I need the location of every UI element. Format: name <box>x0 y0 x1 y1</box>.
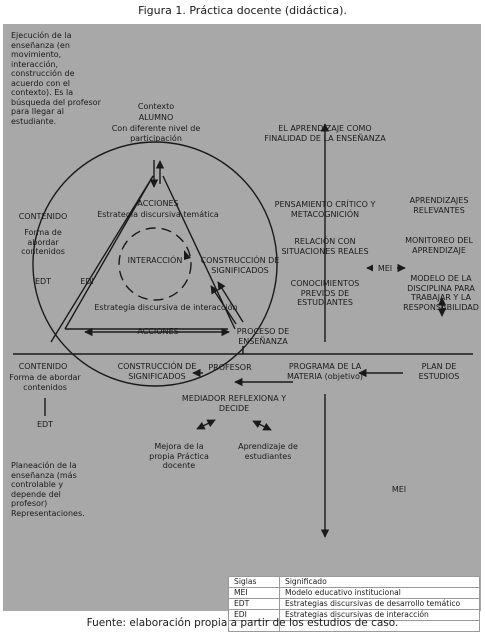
legend-row: EDT Estrategias discursivas de desarroll… <box>228 598 480 610</box>
legend-meaning <box>279 620 480 632</box>
nivel-label: Con diferente nivel de participación <box>111 124 201 143</box>
modelo-label: MODELO DE LA DISCIPLINA PARA TRABAJAR Y … <box>403 274 479 312</box>
contenido-top-label: CONTENIDO <box>18 212 68 221</box>
acciones-top-label: ACCIONES <box>137 199 179 208</box>
construccion-inner-label: CONSTRUCCIÓN DE SIGNIFICADOS <box>200 256 280 275</box>
legend-row: MEI Modelo educativo institucional <box>228 587 480 599</box>
interaccion-label: INTERACCIÓN <box>127 256 183 265</box>
profesor-label: PROFESOR <box>208 363 252 372</box>
edi-label: EDI <box>80 277 94 286</box>
monitoreo-label: MONITOREO DEL APRENDIZAJE <box>405 236 473 255</box>
figure-source: Fuente: elaboración propia a partir de l… <box>86 617 399 629</box>
legend-header-acronym: Siglas <box>228 576 280 588</box>
mediador-label: MEDIADOR REFLEXIONA Y DECIDE <box>181 394 287 413</box>
acciones-mid-label: ACCIONES <box>137 327 179 336</box>
ejecucion-note: Ejecución de la enseñanza (en movimiento… <box>11 31 101 126</box>
estrategia-interaccion-label: Estrategia discursiva de interacción <box>94 303 238 312</box>
legend-meaning: Modelo educativo institucional <box>279 587 480 599</box>
aprendizajes-relevantes-label: APRENDIZAJES RELEVANTES <box>409 196 469 215</box>
construccion-bottom-label: CONSTRUCCIÓN DE SIGNIFICADOS <box>117 362 197 381</box>
programa-label: PROGRAMA DE LA MATERIA (objetivo) <box>287 362 363 381</box>
relacion-label: RELACIÓN CON SITUACIONES REALES <box>281 237 369 256</box>
estrategia-tematica-label: Estrategia discursiva temática <box>97 210 219 219</box>
forma-top-label: Forma de abordar contenidos <box>21 228 65 256</box>
aprendizaje-finalidad-label: EL APRENDIZAJE COMO FINALIDAD DE LA ENSE… <box>264 124 386 143</box>
contexto-label: Contexto <box>137 102 175 111</box>
mei-bottom-label: MEI <box>391 485 407 494</box>
proceso-to-construccion-arrow-2 <box>210 285 237 325</box>
diagram-panel: Ejecución de la enseñanza (en movimiento… <box>3 24 481 632</box>
interaction-circle <box>118 227 192 301</box>
mejora-label: Mejora de la propia Práctica docente <box>149 442 209 470</box>
plan-label: PLAN DE ESTUDIOS <box>418 362 460 381</box>
forma-bottom-label: Forma de abordar contenidos <box>9 373 81 392</box>
triangle-outer-left-edge <box>50 175 154 343</box>
alumno-label: ALUMNO <box>138 113 174 122</box>
figure-title: Figura 1. Práctica docente (didáctica). <box>138 4 347 17</box>
edt-top-label: EDT <box>34 277 52 286</box>
pensamiento-label: PENSAMIENTO CRÍTICO Y METACOGNICIÓN <box>274 200 376 219</box>
contenido-bottom-label: CONTENIDO <box>18 362 68 371</box>
planeacion-note: Planeación de la enseñanza (más controla… <box>11 461 85 518</box>
legend-header-row: Siglas Significado <box>228 576 480 588</box>
mediador-to-mejora-arrow <box>196 419 216 430</box>
aprendizaje-estudiantes-label: Aprendizaje de estudiantes <box>238 442 298 461</box>
legend-table: Siglas Significado MEI Modelo educativo … <box>228 576 480 632</box>
conocimientos-label: CONOCIMIENTOS PREVIOS DE ESTUDIANTES <box>290 279 360 307</box>
legend-header-meaning: Significado <box>279 576 480 588</box>
proceso-label: PROCESO DE ENSEÑANZA <box>236 327 290 346</box>
proceso-to-construccion-arrow-1 <box>217 281 244 323</box>
legend-row-empty <box>228 620 480 632</box>
mediador-to-aprendizaje-arrow <box>252 420 272 431</box>
legend-acronym: MEI <box>228 587 280 599</box>
context-circle <box>32 141 278 387</box>
mei-side-label: MEI <box>373 264 397 274</box>
legend-meaning: Estrategias discursivas de desarrollo te… <box>279 598 480 610</box>
interaction-circle-arrow <box>184 250 191 260</box>
triangle-left-edge <box>64 175 154 330</box>
edt-bottom-label: EDT <box>36 420 54 429</box>
legend-acronym: EDT <box>228 598 280 610</box>
